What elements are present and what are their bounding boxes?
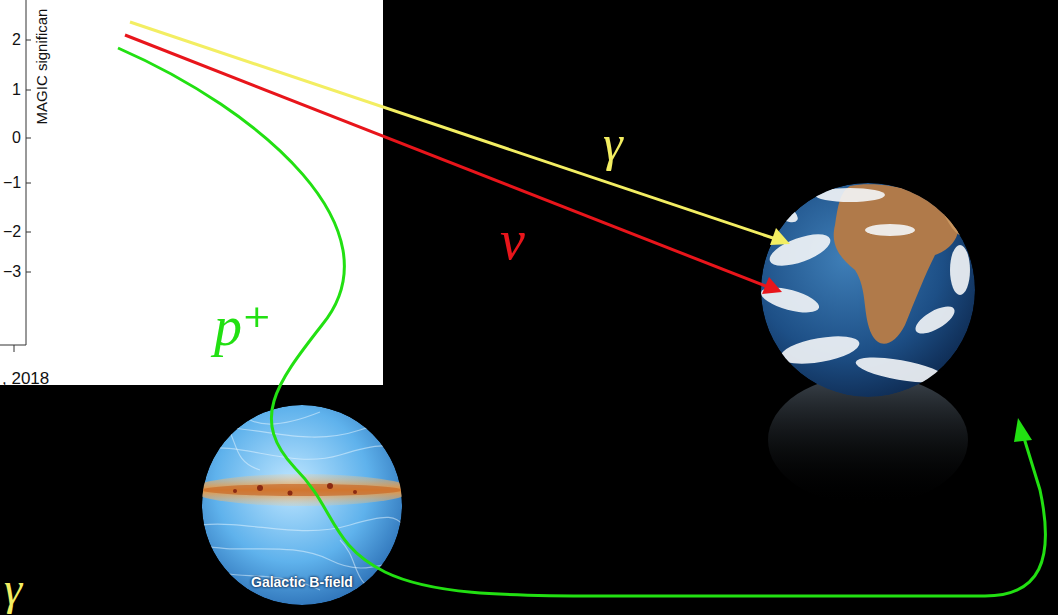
axis-title: MAGIC significan — [34, 9, 49, 125]
citation: , 2018 — [2, 370, 49, 387]
axis-tick: −2 — [3, 224, 21, 240]
particle-symbol: ν — [500, 212, 525, 268]
axis-tick: −1 — [3, 175, 21, 191]
axis-tick: −3 — [3, 264, 21, 280]
axis-tick: 1 — [12, 82, 21, 98]
particle-symbol: p⁺ — [214, 298, 272, 354]
particle-symbol: γ — [4, 566, 22, 612]
axis-tick: 0 — [12, 130, 21, 146]
galaxy-sphere: Galactic B-field — [202, 405, 402, 605]
particle-symbol: γ — [603, 118, 623, 168]
region-label: Galactic B-field — [251, 575, 353, 589]
axis-tick: 2 — [12, 32, 21, 48]
